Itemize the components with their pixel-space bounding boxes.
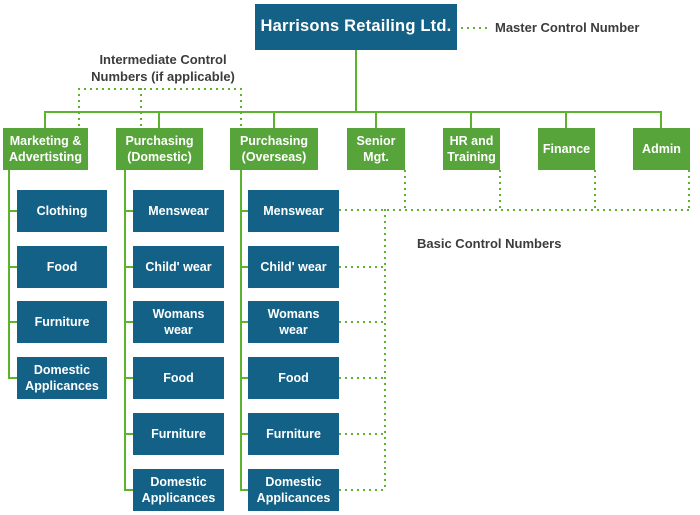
root-stem-line [355, 50, 357, 112]
connector-overseas-menswear [240, 210, 249, 212]
node-label: HR and Training [447, 134, 496, 164]
node-marketing-furniture: Furniture [17, 301, 107, 343]
connector-domestic-menswear [124, 210, 134, 212]
node-overseas-menswear: Menswear [248, 190, 339, 232]
dotted-connector-childwear [339, 266, 384, 268]
connector-overseas-furniture [240, 433, 249, 435]
node-label: Furniture [266, 427, 321, 441]
node-label: Finance [542, 142, 591, 156]
label-intermediate-control-numbers: Intermediate Control Numbers (if applica… [91, 52, 235, 84]
node-finance: Finance [538, 128, 595, 170]
drop-line-admin [660, 111, 662, 128]
node-overseas-womanswear: Womans wear [248, 301, 339, 343]
drop-line-finance [565, 111, 567, 128]
node-label: Purchasing (Domestic) [125, 134, 194, 164]
node-label: Food [46, 260, 78, 274]
node-label: Domestic Applicances [141, 475, 216, 505]
node-label: Child' wear [260, 260, 327, 274]
level1-horizontal-line [44, 111, 662, 113]
node-marketing-food: Food [17, 246, 107, 288]
node-marketing-clothing: Clothing [17, 190, 107, 232]
node-label: Purchasing (Overseas) [239, 134, 309, 164]
node-admin: Admin [633, 128, 690, 170]
drop-line-senior-mgt [375, 111, 377, 128]
node-domestic-food: Food [133, 357, 224, 399]
drop-line-hr-training [470, 111, 472, 128]
dotted-connector-furniture [339, 433, 384, 435]
node-overseas-childwear: Child' wear [248, 246, 339, 288]
dotted-line-basic-horizontal [339, 209, 691, 211]
node-label: Furniture [151, 427, 206, 441]
connector-marketing-food [8, 266, 18, 268]
dotted-drop-hr-training [499, 170, 501, 210]
connector-domestic-furniture [124, 433, 134, 435]
dotted-drop-intermediate-domestic [140, 88, 142, 128]
node-label: Admin [642, 142, 681, 156]
node-domestic-appliances: Domestic Applicances [133, 469, 224, 511]
dotted-connector-womanswear [339, 321, 384, 323]
node-overseas-appliances: Domestic Applicances [248, 469, 339, 511]
connector-domestic-childwear [124, 266, 134, 268]
connector-overseas-womanswear [240, 321, 249, 323]
node-domestic-childwear: Child' wear [133, 246, 224, 288]
node-label: Food [278, 371, 309, 385]
connector-marketing-appliances [8, 377, 18, 379]
dotted-drop-admin [688, 170, 690, 210]
node-purchasing-overseas: Purchasing (Overseas) [230, 128, 318, 170]
dotted-rail-basic-control [384, 209, 386, 491]
label-basic-control-numbers: Basic Control Numbers [417, 236, 562, 251]
dotted-drop-senior-mgt [404, 170, 406, 210]
rail-overseas-column [240, 170, 242, 491]
drop-line-purchasing-domestic [158, 111, 160, 128]
node-label: Senior Mgt. [356, 134, 396, 164]
dotted-connector-appliances [339, 489, 384, 491]
drop-line-purchasing-overseas [273, 111, 275, 128]
dotted-drop-intermediate-marketing [78, 88, 80, 128]
node-hr-training: HR and Training [443, 128, 500, 170]
node-harrisons-retailing: Harrisons Retailing Ltd. [255, 4, 457, 50]
connector-overseas-appliances [240, 489, 249, 491]
connector-overseas-food [240, 377, 249, 379]
node-label: Food [163, 371, 194, 385]
connector-domestic-womanswear [124, 321, 134, 323]
node-label: Harrisons Retailing Ltd. [260, 17, 452, 36]
connector-overseas-childwear [240, 266, 249, 268]
node-label: Furniture [34, 315, 90, 329]
node-marketing-domestic-appliances: Domestic Applicances [17, 357, 107, 399]
node-purchasing-domestic: Purchasing (Domestic) [116, 128, 203, 170]
connector-domestic-food [124, 377, 134, 379]
dotted-drop-finance [594, 170, 596, 210]
dotted-line-master-control [461, 27, 491, 29]
node-domestic-menswear: Menswear [133, 190, 224, 232]
dotted-line-intermediate-horizontal [78, 88, 242, 90]
node-label: Menswear [148, 204, 209, 218]
dotted-connector-food [339, 377, 384, 379]
node-label: Menswear [263, 204, 324, 218]
connector-marketing-furniture [8, 321, 18, 323]
rail-domestic-column [124, 170, 126, 491]
drop-line-marketing [44, 111, 46, 128]
node-label: Domestic Applicances [25, 363, 99, 393]
node-label: Womans wear [152, 307, 205, 337]
node-senior-mgt: Senior Mgt. [347, 128, 405, 170]
node-overseas-food: Food [248, 357, 339, 399]
node-overseas-furniture: Furniture [248, 413, 339, 455]
dotted-drop-intermediate-overseas [240, 88, 242, 128]
node-domestic-womanswear: Womans wear [133, 301, 224, 343]
node-label: Marketing & Advertisting [9, 134, 82, 164]
node-label: Womans wear [267, 307, 320, 337]
connector-marketing-clothing [8, 210, 18, 212]
node-domestic-furniture: Furniture [133, 413, 224, 455]
node-marketing-advertising: Marketing & Advertisting [3, 128, 88, 170]
connector-domestic-appliances [124, 489, 134, 491]
node-label: Domestic Applicances [256, 475, 331, 505]
node-label: Clothing [36, 204, 88, 218]
node-label: Child' wear [145, 260, 212, 274]
label-master-control-number: Master Control Number [495, 20, 640, 35]
rail-marketing-column [8, 170, 10, 379]
